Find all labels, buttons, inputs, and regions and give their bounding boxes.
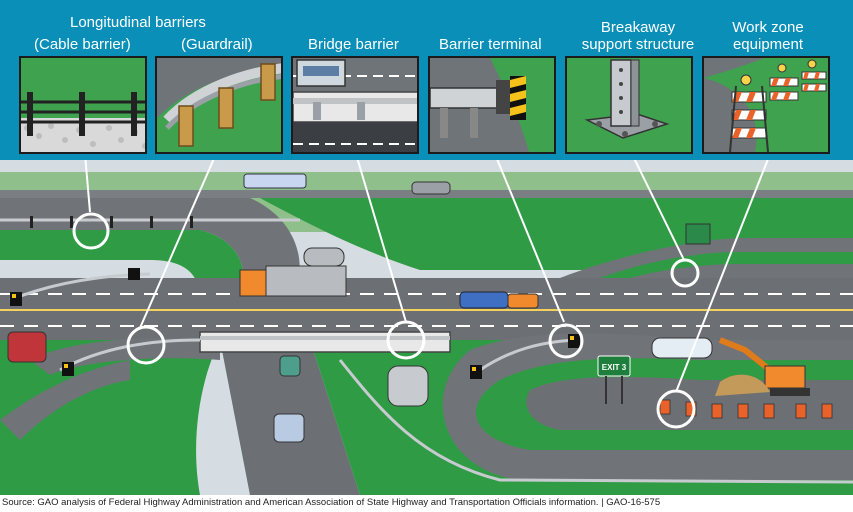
label-breakaway-line1: Breakaway: [600, 19, 676, 36]
label-guardrail: (Guardrail): [181, 36, 253, 53]
vehicles: [7, 173, 713, 443]
callout-circles: [72, 212, 700, 429]
bridge-barrier-icon: [293, 58, 417, 152]
exit-sign-text: EXIT 3: [602, 363, 627, 372]
label-barrier-terminal: Barrier terminal: [439, 36, 542, 53]
exit-sign: EXIT 3: [597, 355, 631, 404]
label-work-zone-line1: Work zone: [732, 19, 804, 36]
label-bridge-barrier: Bridge barrier: [308, 36, 399, 53]
label-breakaway-line2: support structure: [581, 36, 695, 53]
work-zone-barricade-icon: [704, 58, 828, 152]
callout-lines: [84, 160, 769, 393]
label-work-zone-line2: equipment: [732, 36, 804, 53]
label-longitudinal-barriers: Longitudinal barriers: [70, 14, 206, 31]
barrier-terminal-icon: [430, 58, 554, 152]
breakaway-post-icon: [567, 58, 691, 152]
panel-guardrail: [155, 56, 283, 154]
panel-work-zone: [702, 56, 830, 154]
source-note: Source: GAO analysis of Federal Highway …: [2, 497, 661, 508]
excavator: [715, 337, 810, 396]
panel-cable-barrier: [19, 56, 147, 154]
panel-barrier-terminal: [428, 56, 556, 154]
loop-ramp: [442, 333, 853, 480]
label-cable-barrier: (Cable barrier): [34, 36, 131, 53]
panel-bridge-barrier: [291, 56, 419, 154]
panel-breakaway: [565, 56, 693, 154]
highway-scene: EXIT 3: [0, 160, 853, 495]
cable-barrier-icon: [21, 58, 145, 152]
bridge-deck: [199, 331, 451, 353]
guardrail-icon: [157, 58, 281, 152]
label-work-zone: Work zone equipment: [718, 19, 818, 53]
label-breakaway: Breakaway support structure: [577, 19, 699, 53]
